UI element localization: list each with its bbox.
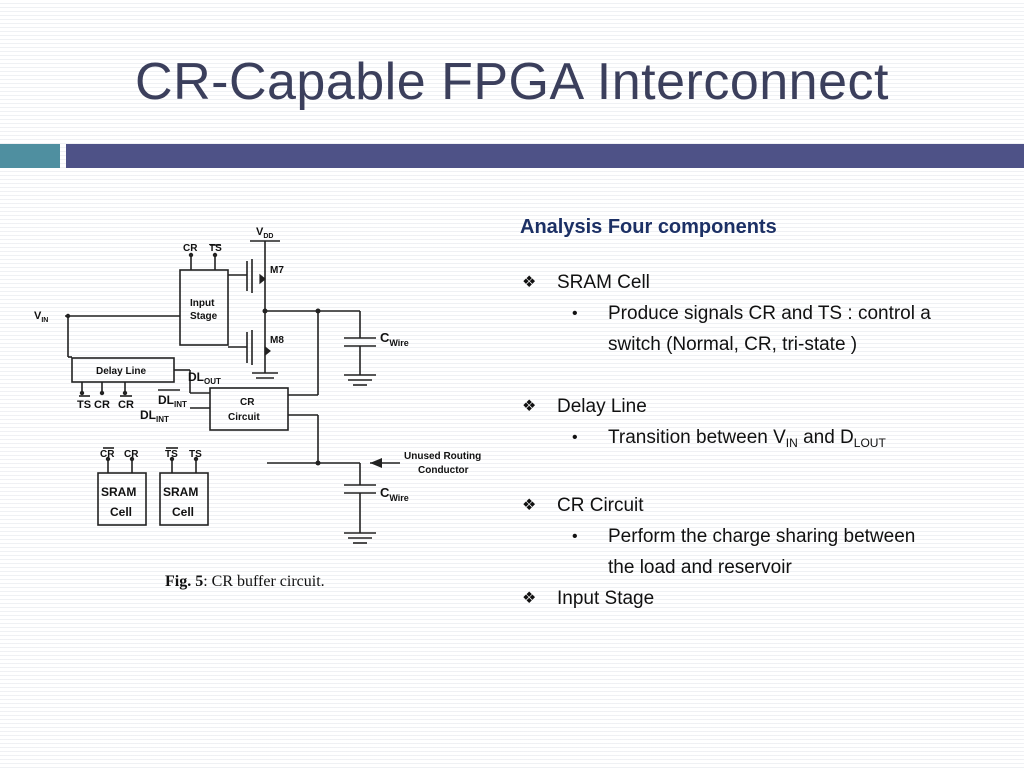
sram2-cell-label: Cell [172, 505, 194, 519]
vdd-label: VDD [256, 226, 273, 240]
delay-cr-pin-label: CR [94, 399, 110, 411]
m8-label: M8 [270, 335, 284, 346]
component-label: SRAM Cell [557, 272, 650, 293]
diamond-bullet-icon: ❖ [522, 590, 537, 607]
component-item-delay-line: ❖ Delay Line [520, 391, 1010, 422]
component-detail: • Produce signals CR and TS : control a … [520, 298, 1010, 360]
sram1-label: SRAM [101, 485, 136, 499]
sram2-label: SRAM [163, 485, 198, 499]
component-item-cr-circuit: ❖ CR Circuit [520, 490, 1010, 521]
component-item-sram: ❖ SRAM Cell [520, 267, 1010, 298]
circuit-diagram: VDD VIN CR TS M7 M8 Input Stage Delay Li… [34, 226, 481, 590]
m7-label: M7 [270, 265, 284, 276]
component-label: Input Stage [557, 588, 655, 609]
component-label: Delay Line [557, 396, 647, 417]
delay-ts-pin-label: TS [77, 399, 91, 411]
subscript-in: IN [785, 436, 798, 450]
diamond-bullet-icon: ❖ [522, 398, 537, 415]
slide-title: CR-Capable FPGA Interconnect [135, 53, 889, 111]
sram2-ts-label: TS [189, 449, 202, 460]
accent-bar-teal [0, 144, 60, 168]
cr-circuit-label-1: CR [240, 397, 255, 408]
delay-cr-bar-pin-label: CR [118, 399, 134, 411]
dot-bullet-icon: • [572, 528, 578, 545]
accent-bar-blue [66, 144, 1024, 168]
input-stage-label-2: Stage [190, 311, 218, 322]
dot-bullet-icon: • [572, 305, 578, 322]
sram1-cr-label: CR [124, 449, 139, 460]
input-cr-pin-label: CR [183, 243, 198, 254]
dot-bullet-icon: • [572, 429, 578, 446]
sram2-ts-bar-label: TS [165, 449, 178, 460]
vin-label: VIN [34, 310, 48, 324]
input-stage-label-1: Input [190, 298, 215, 309]
dl-int-bar-label: DLINT [140, 408, 169, 424]
unused-routing-label-1: Unused Routing [404, 451, 481, 462]
subscript-lout: LOUT [853, 436, 886, 450]
sram1-cr-bar-label: CR [100, 449, 115, 460]
detail-text-cont: the load and reservoir [608, 557, 792, 578]
detail-text: Perform the charge sharing between [608, 526, 916, 547]
component-item-input-stage: ❖ Input Stage [520, 583, 1010, 614]
component-detail: • Perform the charge sharing between the… [520, 521, 1010, 583]
detail-text-mid: and D [797, 427, 854, 448]
dl-int-label: DLINT [158, 393, 187, 409]
cr-buffer-circuit-figure: VDD VIN CR TS M7 M8 Input Stage Delay Li… [30, 215, 510, 600]
cwire-top-label: CWire [380, 330, 409, 348]
unused-routing-label-2: Conductor [418, 465, 469, 476]
detail-text: Produce signals CR and TS : control a [608, 303, 931, 324]
diamond-bullet-icon: ❖ [522, 497, 537, 514]
detail-text-cont: switch (Normal, CR, tri-state ) [608, 334, 858, 355]
input-ts-pin-label: TS [209, 243, 222, 254]
analysis-panel: Analysis Four components ❖ SRAM Cell • P… [520, 216, 1010, 614]
cr-circuit-label-2: Circuit [228, 412, 260, 423]
diamond-bullet-icon: ❖ [522, 274, 537, 291]
sram1-cell-label: Cell [110, 505, 132, 519]
figure-caption: Fig. 5: CR buffer circuit. [165, 573, 325, 590]
cwire-bottom-label: CWire [380, 485, 409, 503]
dl-out-label: DLOUT [188, 370, 221, 386]
detail-text: Transition between V [608, 427, 786, 448]
panel-heading: Analysis Four components [520, 216, 777, 238]
component-detail: • Transition between VIN and DLOUT [520, 422, 1010, 459]
component-label: CR Circuit [557, 495, 644, 516]
delay-line-label: Delay Line [96, 366, 146, 377]
